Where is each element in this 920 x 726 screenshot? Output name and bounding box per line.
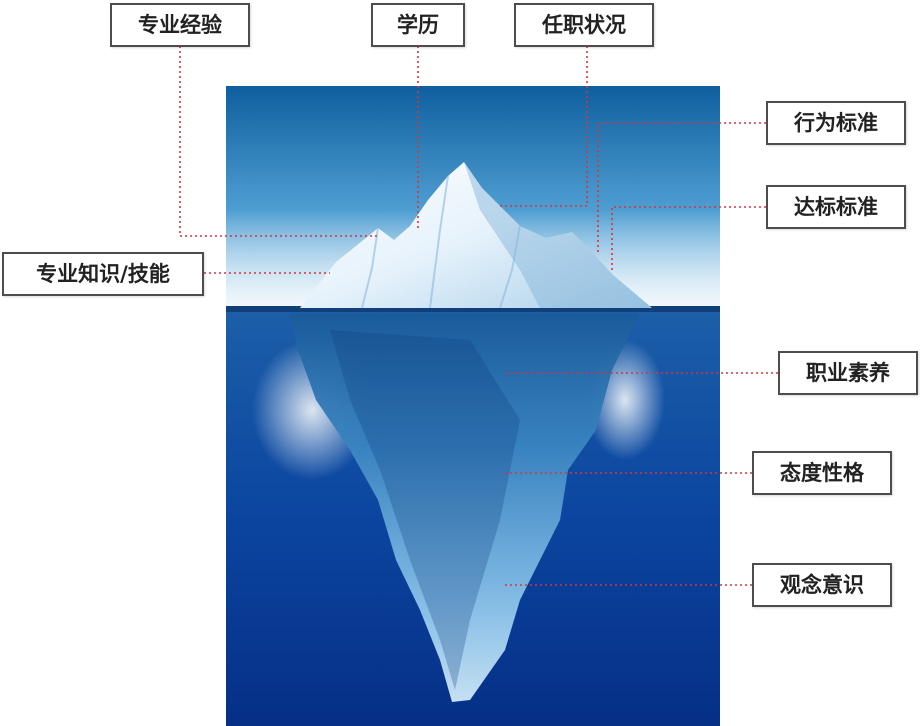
label-behavior-standard: 行为标准 [766,101,906,145]
label-education: 学历 [371,3,465,47]
label-professional-quality: 职业素养 [778,351,918,395]
label-knowledge-skills: 专业知识/技能 [2,252,204,296]
label-attitude-personality: 态度性格 [752,451,892,495]
label-professional-experience: 专业经验 [110,3,250,47]
label-values-awareness: 观念意识 [752,563,892,607]
label-achievement-standard: 达标标准 [766,185,906,229]
label-work-status: 任职状况 [514,3,654,47]
